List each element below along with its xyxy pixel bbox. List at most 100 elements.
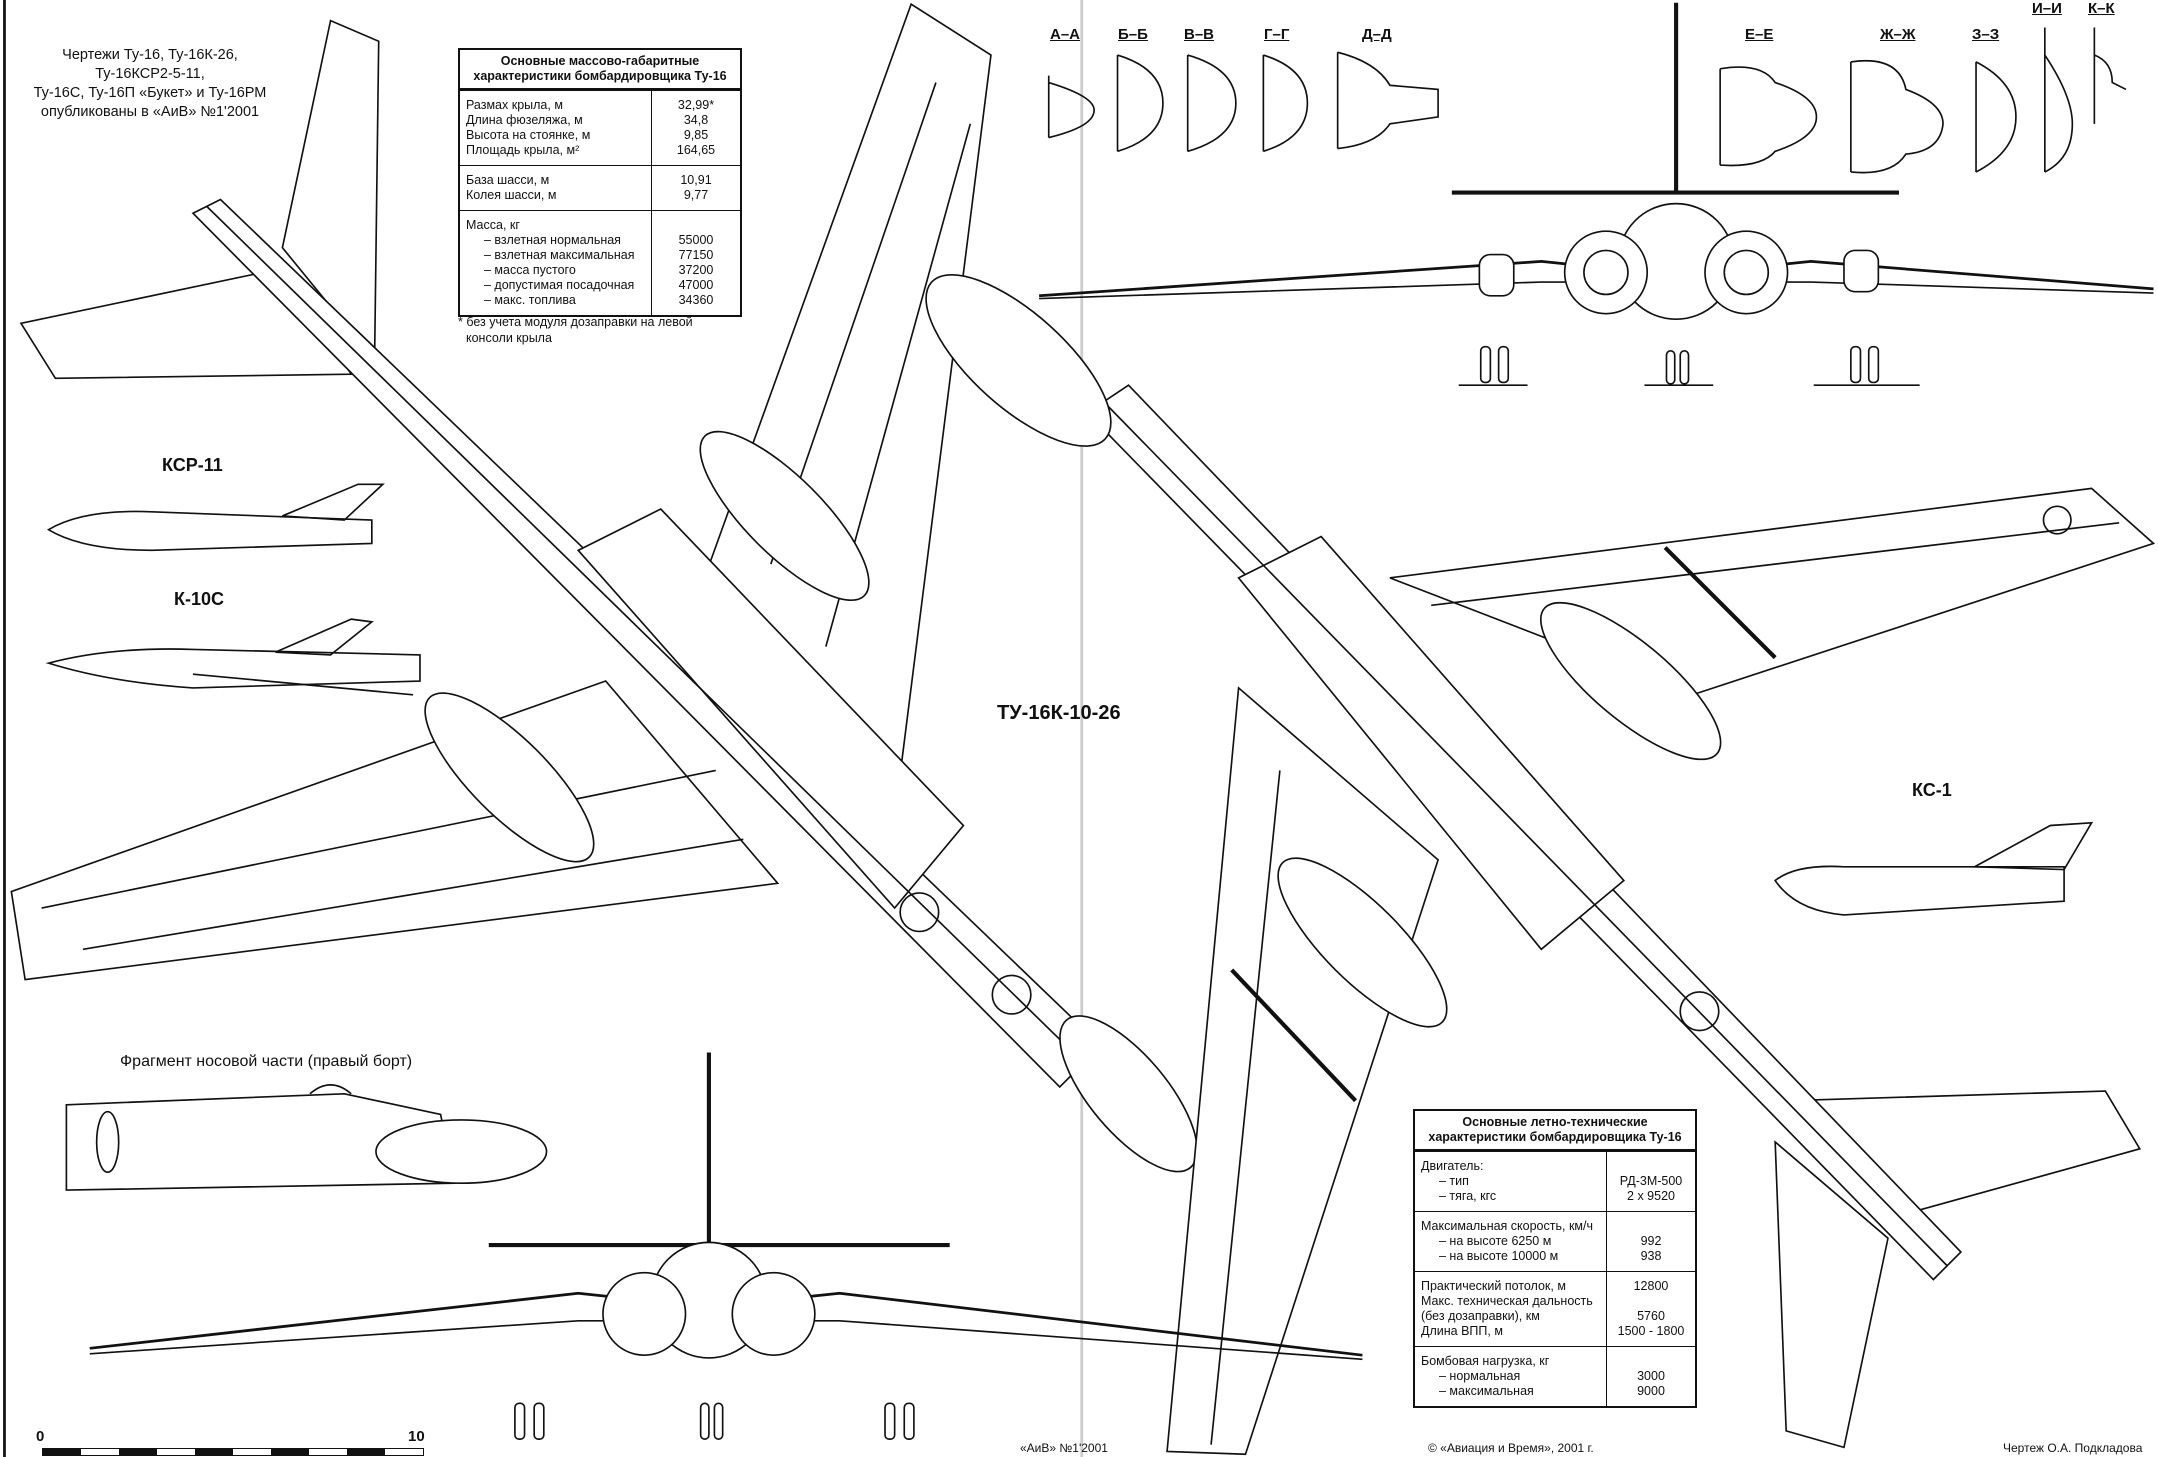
section-label: И–И (2032, 0, 2062, 17)
section-label: К–К (2088, 0, 2115, 17)
spec-label: Масса, кг (466, 218, 520, 232)
spec-value: 34,8 (683, 113, 709, 127)
caption-line: Ту-16КСР2-5-11, (95, 66, 205, 82)
section-label: Е–Е (1745, 26, 1774, 43)
footer-copyright: © «Авиация и Время», 2001 г. (1428, 1441, 1594, 1455)
ksr-11-missile (46, 483, 385, 552)
spec-label: – макс. топлива (484, 293, 576, 307)
table-group: Максимальная скорость, км/ч– на высоте 6… (1415, 1211, 1695, 1271)
spec-value: 992 (1640, 1234, 1662, 1248)
spec-label: Двигатель: (1421, 1159, 1484, 1173)
spec-value: 47000 (678, 278, 714, 292)
spec-label: Максимальная скорость, км/ч (1421, 1219, 1593, 1233)
caption-line: Чертежи Ту-16, Ту-16К-26, (62, 47, 238, 63)
spec-value (1607, 1354, 1695, 1369)
section-label: Б–Б (1118, 26, 1148, 43)
tu16k-10-26-top-view (10, 2, 1198, 1173)
label-k-10s: К-10С (174, 589, 225, 609)
table-title-line: характеристики бомбардировщика Ту-16 (1428, 1130, 1682, 1144)
spec-value: 10,91 (680, 173, 712, 187)
spec-value: 5760 (1637, 1309, 1665, 1323)
spec-label: – допустимая посадочная (484, 278, 635, 292)
spec-label: – максимальная (1439, 1384, 1534, 1398)
table-title-line: Основные массово-габаритные (500, 54, 700, 68)
label-ks-1: КС-1 (1912, 780, 1952, 800)
label-ksr-11: КСР-11 (162, 455, 223, 475)
spec-label: Площадь крыла, м² (466, 143, 580, 157)
spec-value: 55000 (678, 233, 714, 247)
spec-label: – взлетная нормальная (484, 233, 621, 247)
caption-line: Ту-16С, Ту-16П «Букет» и Ту-16РМ (33, 85, 267, 101)
scale-end: 10 (408, 1428, 425, 1445)
drawings-caption: Чертежи Ту-16, Ту-16К-26, Ту-16КСР2-5-11… (30, 46, 270, 122)
front-view-bottom (89, 1052, 1363, 1440)
scale-start: 0 (36, 1428, 45, 1445)
spec-value: 9,85 (683, 128, 709, 142)
caption-line: опубликованы в «АиВ» №1'2001 (40, 104, 260, 120)
scale-bar (42, 1448, 424, 1456)
spec-value (652, 218, 740, 233)
spec-label: – на высоте 6250 м (1439, 1234, 1552, 1248)
section-label: Ж–Ж (1880, 26, 1916, 43)
spec-label: Практический потолок, м (1421, 1279, 1566, 1293)
footer-author: Чертеж О.А. Подкладова (2003, 1441, 2143, 1455)
spec-label: – взлетная максимальная (484, 248, 635, 262)
spec-label: Колея шасси, м (466, 188, 557, 202)
section-label: Г–Г (1264, 26, 1290, 43)
spec-value: 32,99* (677, 98, 715, 112)
spec-value: 938 (1640, 1249, 1662, 1263)
section-label: З–З (1972, 26, 2000, 43)
spec-label: – тип (1439, 1174, 1469, 1188)
nose-fragment-side-view (65, 1084, 548, 1191)
section-label: А–А (1050, 26, 1081, 43)
spec-label: – масса пустого (484, 263, 576, 277)
section-label: Д–Д (1362, 26, 1392, 43)
spec-value: 2 х 9520 (1627, 1189, 1675, 1203)
footnote-line: * без учета модуля дозаправки на левой (458, 315, 693, 329)
spec-label: – на высоте 10000 м (1439, 1249, 1559, 1263)
spec-value: 12800 (1633, 1279, 1669, 1293)
table-title-line: характеристики бомбардировщика Ту-16 (473, 69, 727, 83)
mass-table-footnote: * без учета модуля дозаправки на левой к… (458, 314, 693, 346)
spec-value: 9000 (1637, 1384, 1665, 1398)
spec-value: 3000 (1637, 1369, 1665, 1383)
section-label: В–В (1184, 26, 1215, 43)
spec-label: – нормальная (1439, 1369, 1521, 1383)
spec-label: Макс. техническая дальность (1421, 1294, 1593, 1308)
spec-value (1607, 1294, 1695, 1309)
spec-value: 1500 - 1800 (1617, 1324, 1685, 1338)
table-title-line: Основные летно-технические (1462, 1115, 1648, 1129)
ks-1-missile (1774, 821, 2094, 916)
footnote-line: консоли крыла (466, 331, 552, 345)
table-group: Масса, кг– взлетная нормальная– взлетная… (460, 210, 740, 315)
spec-value: 34360 (678, 293, 714, 307)
cross-sections (1047, 27, 2127, 174)
table-group: Бомбовая нагрузка, кг– нормальная– макси… (1415, 1346, 1695, 1406)
spec-value: 37200 (678, 263, 714, 277)
spec-value (1607, 1159, 1695, 1174)
footer-issue: «АиВ» №1'2001 (1020, 1441, 1108, 1455)
spec-label: Бомбовая нагрузка, кг (1421, 1354, 1550, 1368)
spec-value: 77150 (678, 248, 714, 262)
spec-value: 9,77 (683, 188, 709, 202)
spec-label: (без дозаправки), км (1421, 1309, 1540, 1323)
spec-value: РД-3М-500 (1619, 1174, 1683, 1188)
k-10s-missile (45, 618, 421, 696)
label-nose-fragment: Фрагмент носовой части (правый борт) (120, 1053, 413, 1070)
front-view-top (1039, 2, 2154, 387)
spec-label: – тяга, кгс (1439, 1189, 1497, 1203)
spec-value (1607, 1219, 1695, 1234)
spec-label: Высота на стоянке, м (466, 128, 591, 142)
label-main-aircraft: ТУ-16К-10-26 (997, 702, 1121, 724)
spec-label: Длина ВПП, м (1421, 1324, 1503, 1338)
tu16-carrier-bottom-view (925, 274, 2156, 1456)
